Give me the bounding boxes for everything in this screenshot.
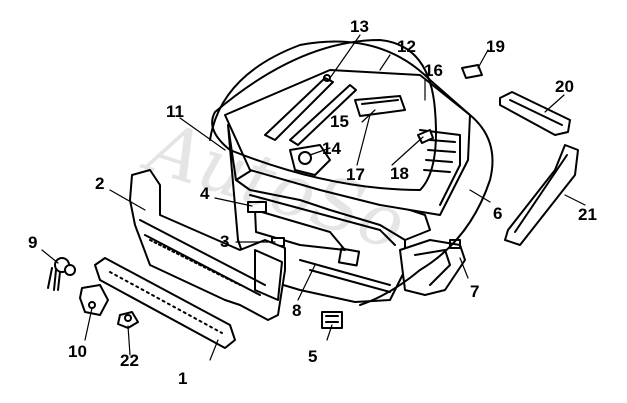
callout-9: 9 xyxy=(28,233,38,252)
high-stop-light xyxy=(354,95,406,117)
side-trim xyxy=(504,144,579,246)
wiper-arm xyxy=(264,74,357,146)
lock-and-keys xyxy=(47,257,76,291)
latch xyxy=(79,284,109,316)
callout-12: 12 xyxy=(397,37,416,56)
callout-2: 2 xyxy=(95,174,105,193)
bumper-stop xyxy=(321,311,343,329)
leader-lines xyxy=(41,34,586,361)
callout-8: 8 xyxy=(292,301,302,320)
callout-6: 6 xyxy=(493,204,503,223)
tailgate-outer-seal xyxy=(209,40,494,306)
callout-22: 22 xyxy=(120,351,139,370)
callout-18: 18 xyxy=(390,164,409,183)
wiper-motor xyxy=(289,144,331,176)
washer-jet xyxy=(417,129,434,144)
callout-16: 16 xyxy=(424,61,443,80)
callout-7: 7 xyxy=(470,282,480,301)
callout-1: 1 xyxy=(178,369,188,388)
callout-4: 4 xyxy=(200,184,210,203)
latch-bracket xyxy=(399,239,466,296)
callout-20: 20 xyxy=(555,77,574,96)
cap xyxy=(461,64,483,79)
callout-15: 15 xyxy=(330,112,349,131)
callout-14: 14 xyxy=(322,139,341,158)
rear-glass-frame xyxy=(224,69,471,216)
striker xyxy=(117,311,139,329)
callout-19: 19 xyxy=(486,37,505,56)
window-seal xyxy=(211,39,437,191)
callout-13: 13 xyxy=(350,17,369,36)
callout-10: 10 xyxy=(68,342,87,361)
lower-trim-strip xyxy=(94,257,236,349)
callout-5: 5 xyxy=(308,347,318,366)
lock-cylinder-housing xyxy=(247,201,267,213)
callout-21: 21 xyxy=(578,205,597,224)
callout-3: 3 xyxy=(220,232,230,251)
spoiler-cover xyxy=(499,91,571,136)
callout-17: 17 xyxy=(346,165,365,184)
inner-trim-panel xyxy=(129,169,286,321)
callout-11: 11 xyxy=(166,102,184,121)
